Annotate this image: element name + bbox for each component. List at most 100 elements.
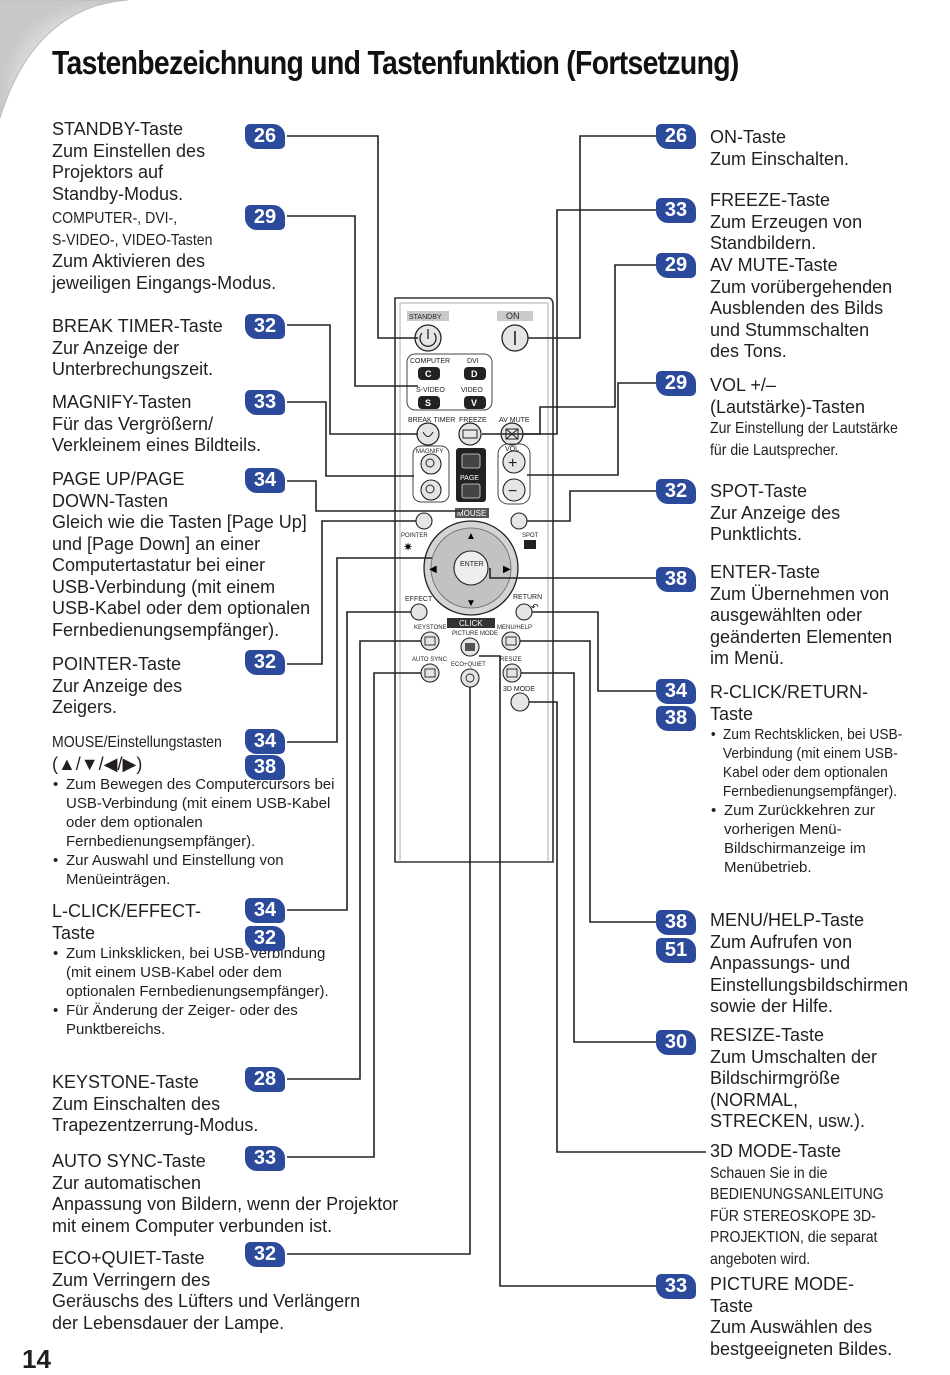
entry-desc: Verkleinem eines Bildteils. xyxy=(52,435,262,455)
page-ref-badge: 29 xyxy=(245,205,285,230)
page-up-button[interactable] xyxy=(461,453,481,469)
entry-desc: Zum Aktivieren des xyxy=(52,251,206,271)
video-button[interactable]: V xyxy=(464,396,486,409)
entry-name: KEYSTONE-Taste xyxy=(52,1072,199,1092)
page-ref-badge: 38 xyxy=(656,910,696,935)
up-arrow-icon[interactable]: ▲ xyxy=(466,531,476,542)
page-ref-badge: 29 xyxy=(656,253,696,278)
entry-desc: und [Page Down] an einer xyxy=(52,533,261,554)
entry-eco-quiet: ECO+QUIET-Taste Zum Verringern des Geräu… xyxy=(52,1248,360,1334)
entry-desc: Standby-Modus. xyxy=(52,183,184,204)
entry-desc: Projektors auf xyxy=(52,162,164,182)
entry-name: RESIZE-Taste xyxy=(710,1025,825,1045)
entry-desc: Computertastatur bei einer xyxy=(52,555,266,575)
entry-3d-mode: 3D MODE-Taste Schauen Sie in die BEDIENU… xyxy=(710,1141,907,1270)
entry-name-cont: Taste xyxy=(710,703,754,724)
magnify-minus-button[interactable] xyxy=(420,479,442,501)
standby-label: STANDBY xyxy=(409,314,442,321)
entry-input-keys: COMPUTER-, DVI-, S-VIDEO-, VIDEO-Tasten … xyxy=(52,208,276,294)
break-timer-button[interactable] xyxy=(416,422,440,446)
dvi-label: DVI xyxy=(467,358,479,365)
spot-icon xyxy=(524,540,536,549)
entry-desc: BEDIENUNGSANLEITUNG xyxy=(710,1186,884,1203)
magnify-label: MAGNIFY xyxy=(416,449,443,455)
page-ref-badge: 32 xyxy=(245,1242,285,1267)
entry-name-cont: S-VIDEO-, VIDEO-Tasten xyxy=(52,231,213,249)
page-ref-badge: 51 xyxy=(656,938,696,963)
entry-name: L-CLICK/EFFECT- xyxy=(52,901,202,921)
entry-name-cont: Taste xyxy=(52,922,96,943)
dvi-button[interactable]: D xyxy=(464,367,486,380)
page-down-button[interactable] xyxy=(461,483,481,499)
break-timer-label: BREAK TIMER xyxy=(408,417,455,424)
right-arrow-icon[interactable]: ▶ xyxy=(503,564,511,575)
entry-desc: Zum Aufrufen von xyxy=(710,931,853,952)
entry-desc: (NORMAL, xyxy=(710,1089,799,1110)
vol-plus-glyph: + xyxy=(508,455,517,472)
entry-desc: Zum Übernehmen von xyxy=(710,583,890,604)
freeze-label: FREEZE xyxy=(459,417,487,424)
entry-name-cont: (Lautstärke)-Tasten xyxy=(710,396,866,417)
entry-bullet: Zum Linksklicken, bei USB-Verbindung (mi… xyxy=(52,944,337,1001)
computer-button[interactable]: C xyxy=(418,367,440,380)
entry-bullet: Zum Rechtsklicken, bei USB-Verbindung (m… xyxy=(710,725,916,801)
standby-button[interactable] xyxy=(414,324,442,352)
pointer-label: POINTER xyxy=(401,533,428,539)
entry-name-cont: (▲/▼/◀/▶) xyxy=(52,753,143,774)
entry-desc: Zur automatischen xyxy=(52,1172,202,1193)
page-ref-badge: 38 xyxy=(656,706,696,731)
s-video-button[interactable]: S xyxy=(418,396,440,409)
entry-name: COMPUTER-, DVI-, xyxy=(52,210,178,227)
spot-label: SPOT xyxy=(522,533,539,539)
entry-desc: Zur Anzeige des xyxy=(52,675,183,696)
page-ref-badge: 33 xyxy=(245,390,285,415)
picture-mode-button[interactable] xyxy=(460,637,480,657)
entry-desc: Zum Verringern des xyxy=(52,1269,211,1290)
entry-auto-sync: AUTO SYNC-Taste Zur automatischen Anpass… xyxy=(52,1151,398,1237)
page-ref-badge: 33 xyxy=(656,1274,696,1299)
return-icon: ↶ xyxy=(531,602,539,612)
video-label: VIDEO xyxy=(461,387,483,394)
entry-desc: Zur Einstellung der Lautstärke xyxy=(710,420,898,437)
entry-picture-mode: PICTURE MODE- Taste Zum Auswählen des be… xyxy=(710,1274,892,1360)
freeze-button[interactable] xyxy=(458,422,482,446)
vol-plus-button[interactable]: + xyxy=(502,450,526,474)
entry-pointer: POINTER-Taste Zur Anzeige des Zeigers. xyxy=(52,654,182,719)
entry-name: AUTO SYNC-Taste xyxy=(52,1151,206,1171)
vol-minus-glyph: − xyxy=(508,483,517,500)
entry-desc: Gleich wie die Tasten [Page Up] xyxy=(52,512,307,532)
entry-desc: für die Lautsprecher. xyxy=(710,441,839,459)
page-ref-badge: 38 xyxy=(656,567,696,592)
entry-desc: Zum Erzeugen von xyxy=(710,211,863,232)
entry-desc: Zum Einstellen des xyxy=(52,140,206,161)
page-number: 14 xyxy=(22,1344,51,1374)
enter-button[interactable]: ENTER xyxy=(453,550,489,586)
dvi-key-glyph: D xyxy=(471,369,478,379)
keystone-label: KEYSTONE xyxy=(414,625,447,631)
picture-mode-label: PICTURE MODE xyxy=(452,631,498,637)
magnify-plus-button[interactable] xyxy=(420,453,442,475)
entry-name: MAGNIFY-Tasten xyxy=(52,392,192,412)
menu-help-button[interactable] xyxy=(501,631,521,651)
entry-name: BREAK TIMER-Taste xyxy=(52,316,223,336)
page-ref-badge: 34 xyxy=(656,679,696,704)
entry-name: VOL +/– xyxy=(710,375,776,395)
down-arrow-icon[interactable]: ▼ xyxy=(466,598,476,609)
on-button[interactable] xyxy=(501,324,529,352)
computer-key-glyph: C xyxy=(425,369,432,379)
entry-desc: Ausblenden des Bilds xyxy=(710,298,884,318)
enter-label: ENTER xyxy=(460,561,484,568)
page-ref-badge: 26 xyxy=(245,124,285,149)
entry-desc: der Lebensdauer der Lampe. xyxy=(52,1312,285,1333)
auto-sync-button[interactable] xyxy=(420,663,440,683)
3d-mode-label: 3D MODE xyxy=(503,686,535,693)
entry-name: MOUSE/Einstellungstasten xyxy=(52,734,222,751)
entry-desc: Geräuschs des Lüfters und Verlängern xyxy=(52,1291,361,1311)
entry-desc: FÜR STEREOSKOPE 3D- xyxy=(710,1207,876,1225)
entry-name: POINTER-Taste xyxy=(52,654,182,674)
vol-minus-button[interactable]: − xyxy=(502,478,526,502)
entry-desc: im Menü. xyxy=(710,648,785,668)
page-ref-badge: 32 xyxy=(245,926,285,951)
left-arrow-icon[interactable]: ◀ xyxy=(429,564,437,575)
